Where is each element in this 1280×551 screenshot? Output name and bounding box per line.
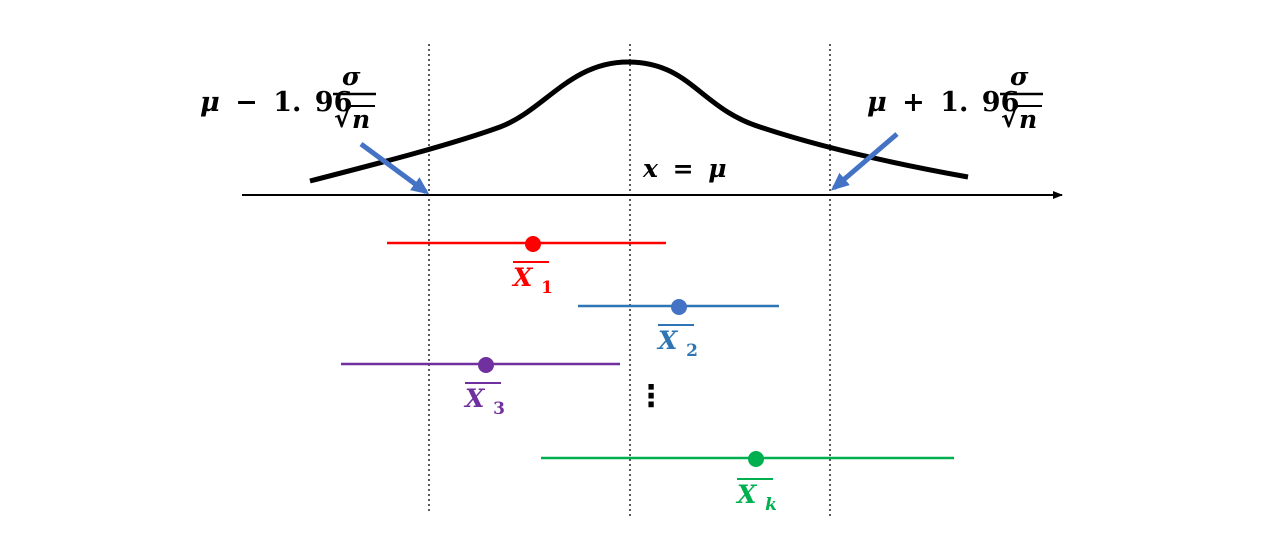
- interval-k-mean-dot: [748, 451, 764, 467]
- interval-1: X 1: [387, 236, 666, 298]
- interval-1-label: X 1: [511, 263, 553, 298]
- lower-bound-mu: μ: [200, 87, 220, 118]
- interval-3-label-main: X: [463, 384, 486, 413]
- interval-3: X 3: [341, 357, 620, 419]
- interval-1-label-main: X: [511, 263, 534, 292]
- mean-label-lhs: x: [642, 154, 659, 183]
- upper-bound-arrow: [830, 132, 899, 191]
- vertical-ellipsis: ⋮: [636, 379, 666, 414]
- mean-label-rhs: μ: [708, 154, 726, 183]
- interval-1-mean-dot: [525, 236, 541, 252]
- upper-bound-coef-rest: 96: [982, 87, 1020, 118]
- svg-text:μ + 1. 96: μ + 1. 96: [867, 87, 1019, 118]
- lower-bound-coef: 1.: [273, 87, 301, 118]
- lower-bound-n: n: [352, 105, 370, 134]
- normal-curve: [309, 59, 969, 184]
- interval-2-label-sub: 2: [686, 341, 698, 361]
- lower-bound-radical: √: [334, 104, 351, 133]
- upper-bound-mu: μ: [867, 87, 887, 118]
- upper-bound-sigma: σ: [1010, 62, 1029, 91]
- lower-bound-label: μ − 1. 96 σ √ n: [200, 62, 376, 134]
- upper-bound-op: +: [902, 87, 925, 118]
- mean-label: x = μ: [642, 154, 727, 183]
- interval-3-label: X 3: [463, 384, 505, 419]
- interval-2: X 2: [578, 299, 779, 361]
- interval-k-label: X k: [735, 480, 777, 515]
- guide-lines: [428, 44, 831, 517]
- svg-text:μ − 1. 96: μ − 1. 96: [200, 87, 352, 118]
- upper-bound-radical: √: [1001, 104, 1018, 133]
- interval-k: X k: [541, 451, 954, 515]
- interval-k-label-sub: k: [765, 495, 777, 515]
- interval-2-label-main: X: [656, 326, 679, 355]
- mean-label-eq: =: [673, 154, 694, 183]
- lower-bound-op: −: [235, 87, 258, 118]
- interval-2-label: X 2: [656, 326, 698, 361]
- interval-k-label-main: X: [735, 480, 758, 509]
- upper-bound-coef: 1.: [940, 87, 968, 118]
- lower-bound-arrow: [359, 141, 430, 195]
- interval-3-mean-dot: [478, 357, 494, 373]
- upper-bound-label: μ + 1. 96 σ √ n: [867, 62, 1043, 134]
- upper-bound-n: n: [1019, 105, 1037, 134]
- interval-2-mean-dot: [671, 299, 687, 315]
- lower-bound-sigma: σ: [342, 62, 361, 91]
- interval-1-label-sub: 1: [541, 278, 553, 298]
- interval-3-label-sub: 3: [493, 399, 505, 419]
- lower-bound-coef-rest: 96: [315, 87, 353, 118]
